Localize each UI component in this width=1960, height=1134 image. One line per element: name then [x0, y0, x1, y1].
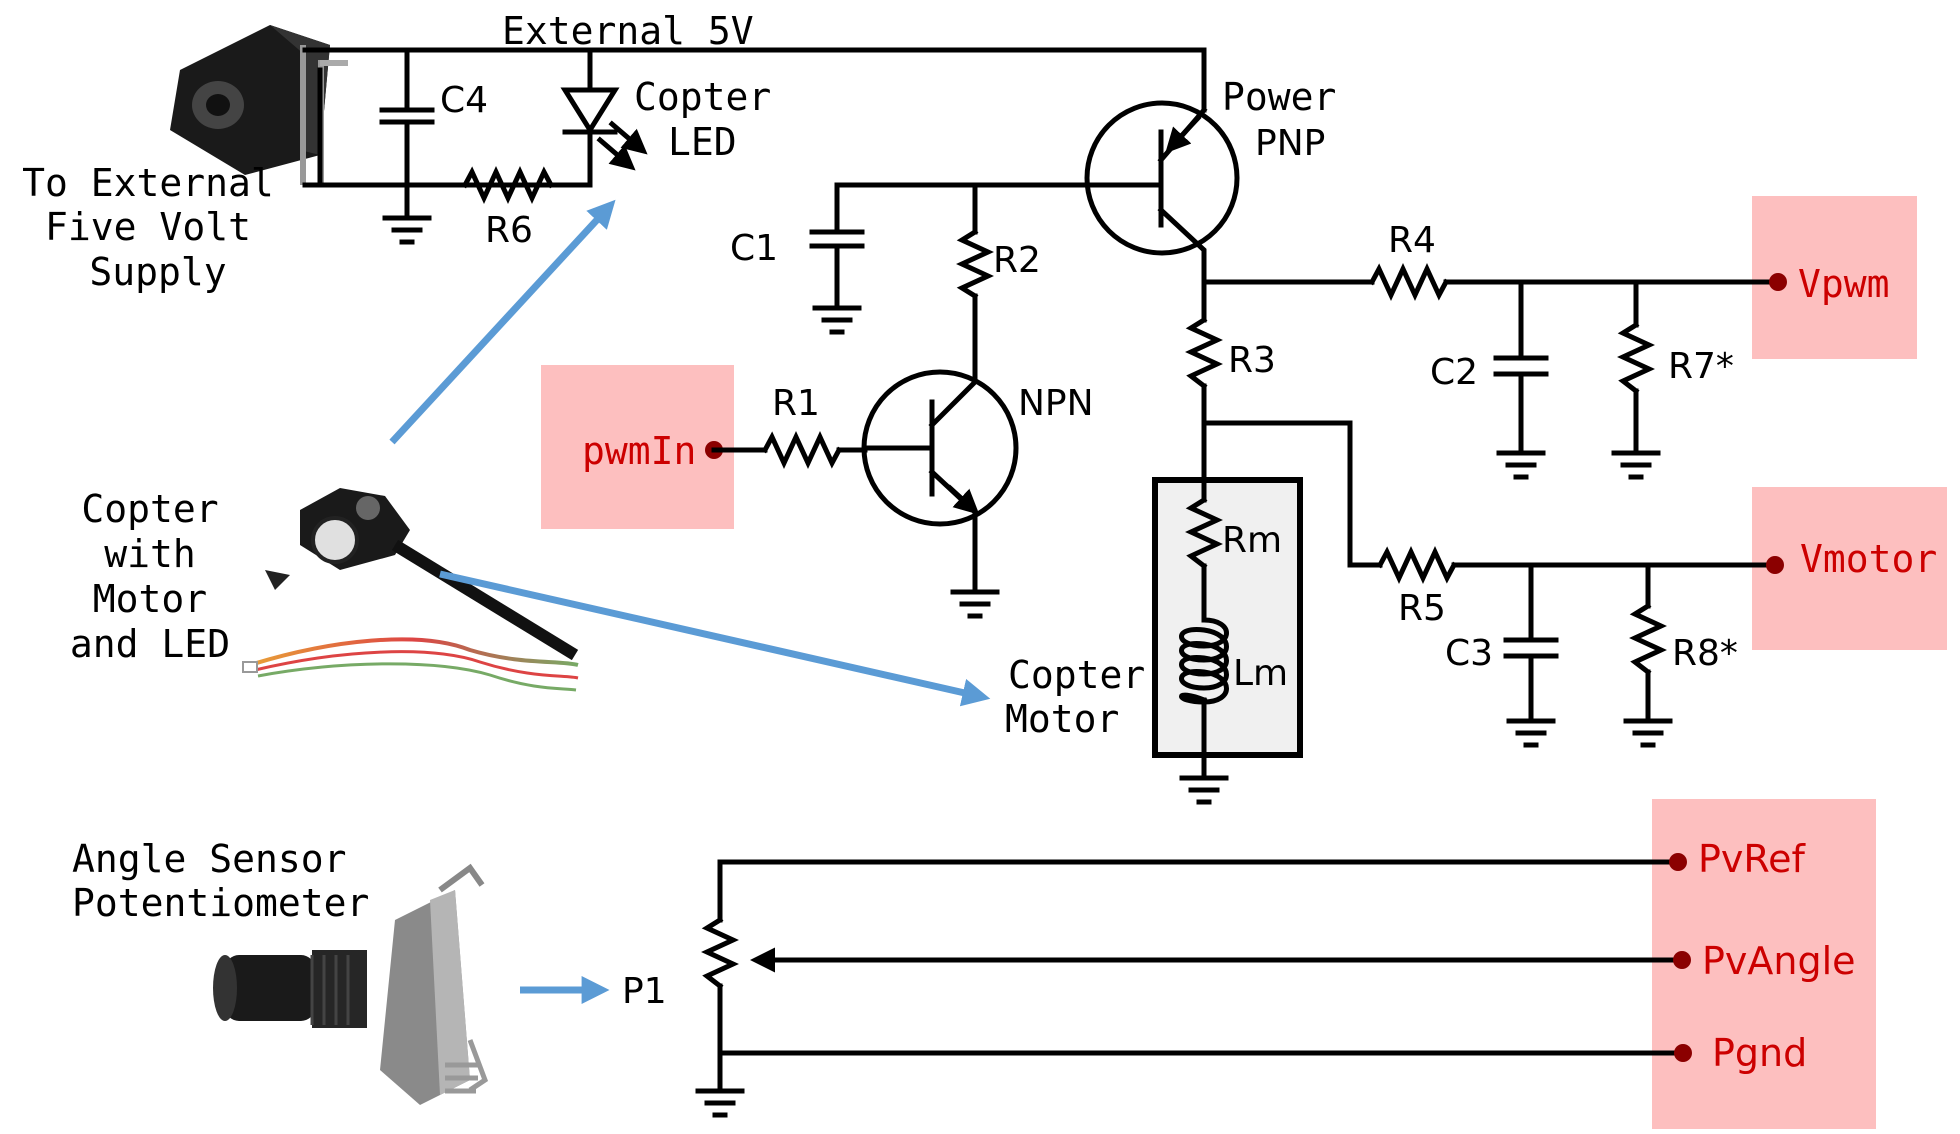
- label-pgnd: Pgnd: [1712, 1031, 1807, 1075]
- label-copter-led-1: Copter: [634, 75, 771, 119]
- label-to-external-3: Supply: [89, 250, 226, 294]
- label-r3: R3: [1228, 340, 1276, 381]
- collector-wiring: [1201, 263, 1787, 480]
- potentiometer-wiring: [695, 853, 1692, 1118]
- ground-symbol: [382, 215, 432, 245]
- label-r5: R5: [1398, 588, 1446, 629]
- label-copter-with-2: with: [104, 532, 196, 576]
- motor-box: [1152, 419, 1303, 805]
- label-c2: C2: [1430, 352, 1478, 393]
- label-p1: P1: [622, 971, 667, 1012]
- label-vmotor: Vmotor: [1800, 537, 1937, 581]
- capacitor-c4: [379, 47, 435, 218]
- vmotor-box: [1752, 487, 1947, 650]
- label-rm: Rm: [1222, 520, 1282, 561]
- npn-transistor: [861, 369, 1019, 619]
- label-pvref: PvRef: [1698, 837, 1806, 881]
- motor-pointer-arrow: [439, 570, 991, 707]
- label-copter-motor-2: Motor: [1005, 697, 1119, 741]
- pnp-base-wiring: [809, 182, 1088, 385]
- label-c4: C4: [440, 80, 488, 121]
- resistor-r6: [461, 166, 555, 204]
- pnp-transistor: [1082, 100, 1240, 285]
- r1-wiring: [705, 431, 868, 469]
- label-pvangle: PvAngle: [1702, 939, 1856, 983]
- label-c3: C3: [1445, 633, 1493, 674]
- label-copter-with-3: Motor: [93, 577, 207, 621]
- label-npn: NPN: [1018, 383, 1094, 424]
- label-pwmin: pwmIn: [582, 429, 696, 473]
- label-external-5v: External 5V: [502, 9, 754, 53]
- label-r8: R8*: [1672, 633, 1738, 674]
- label-power-pnp-1: Power: [1222, 75, 1336, 119]
- label-c1: C1: [730, 228, 778, 269]
- label-r4: R4: [1388, 220, 1436, 261]
- pwmin-box: [541, 365, 734, 529]
- label-to-external-1: To External: [22, 161, 274, 205]
- led-pointer-arrow: [389, 199, 616, 445]
- r5-branch: [1201, 420, 1784, 748]
- label-to-external-2: Five Volt: [45, 205, 251, 249]
- label-copter-with-4: and LED: [70, 622, 230, 666]
- label-power-pnp-2: PNP: [1255, 123, 1325, 164]
- label-r2: R2: [993, 240, 1041, 281]
- label-angle-sensor-1: Angle Sensor: [72, 837, 347, 881]
- copter-motor-photo: [242, 488, 579, 692]
- led-symbol: [560, 47, 648, 171]
- potentiometer-photo: [213, 863, 489, 1105]
- label-r6: R6: [485, 210, 533, 251]
- label-r7: R7*: [1668, 346, 1734, 387]
- label-copter-motor-1: Copter: [1008, 653, 1145, 697]
- label-r1: R1: [772, 383, 820, 424]
- label-copter-with-1: Copter: [81, 487, 218, 531]
- label-lm: Lm: [1233, 653, 1288, 694]
- label-copter-led-2: LED: [668, 120, 737, 164]
- label-vpwm: Vpwm: [1798, 262, 1890, 306]
- label-angle-sensor-2: Potentiometer: [72, 881, 369, 925]
